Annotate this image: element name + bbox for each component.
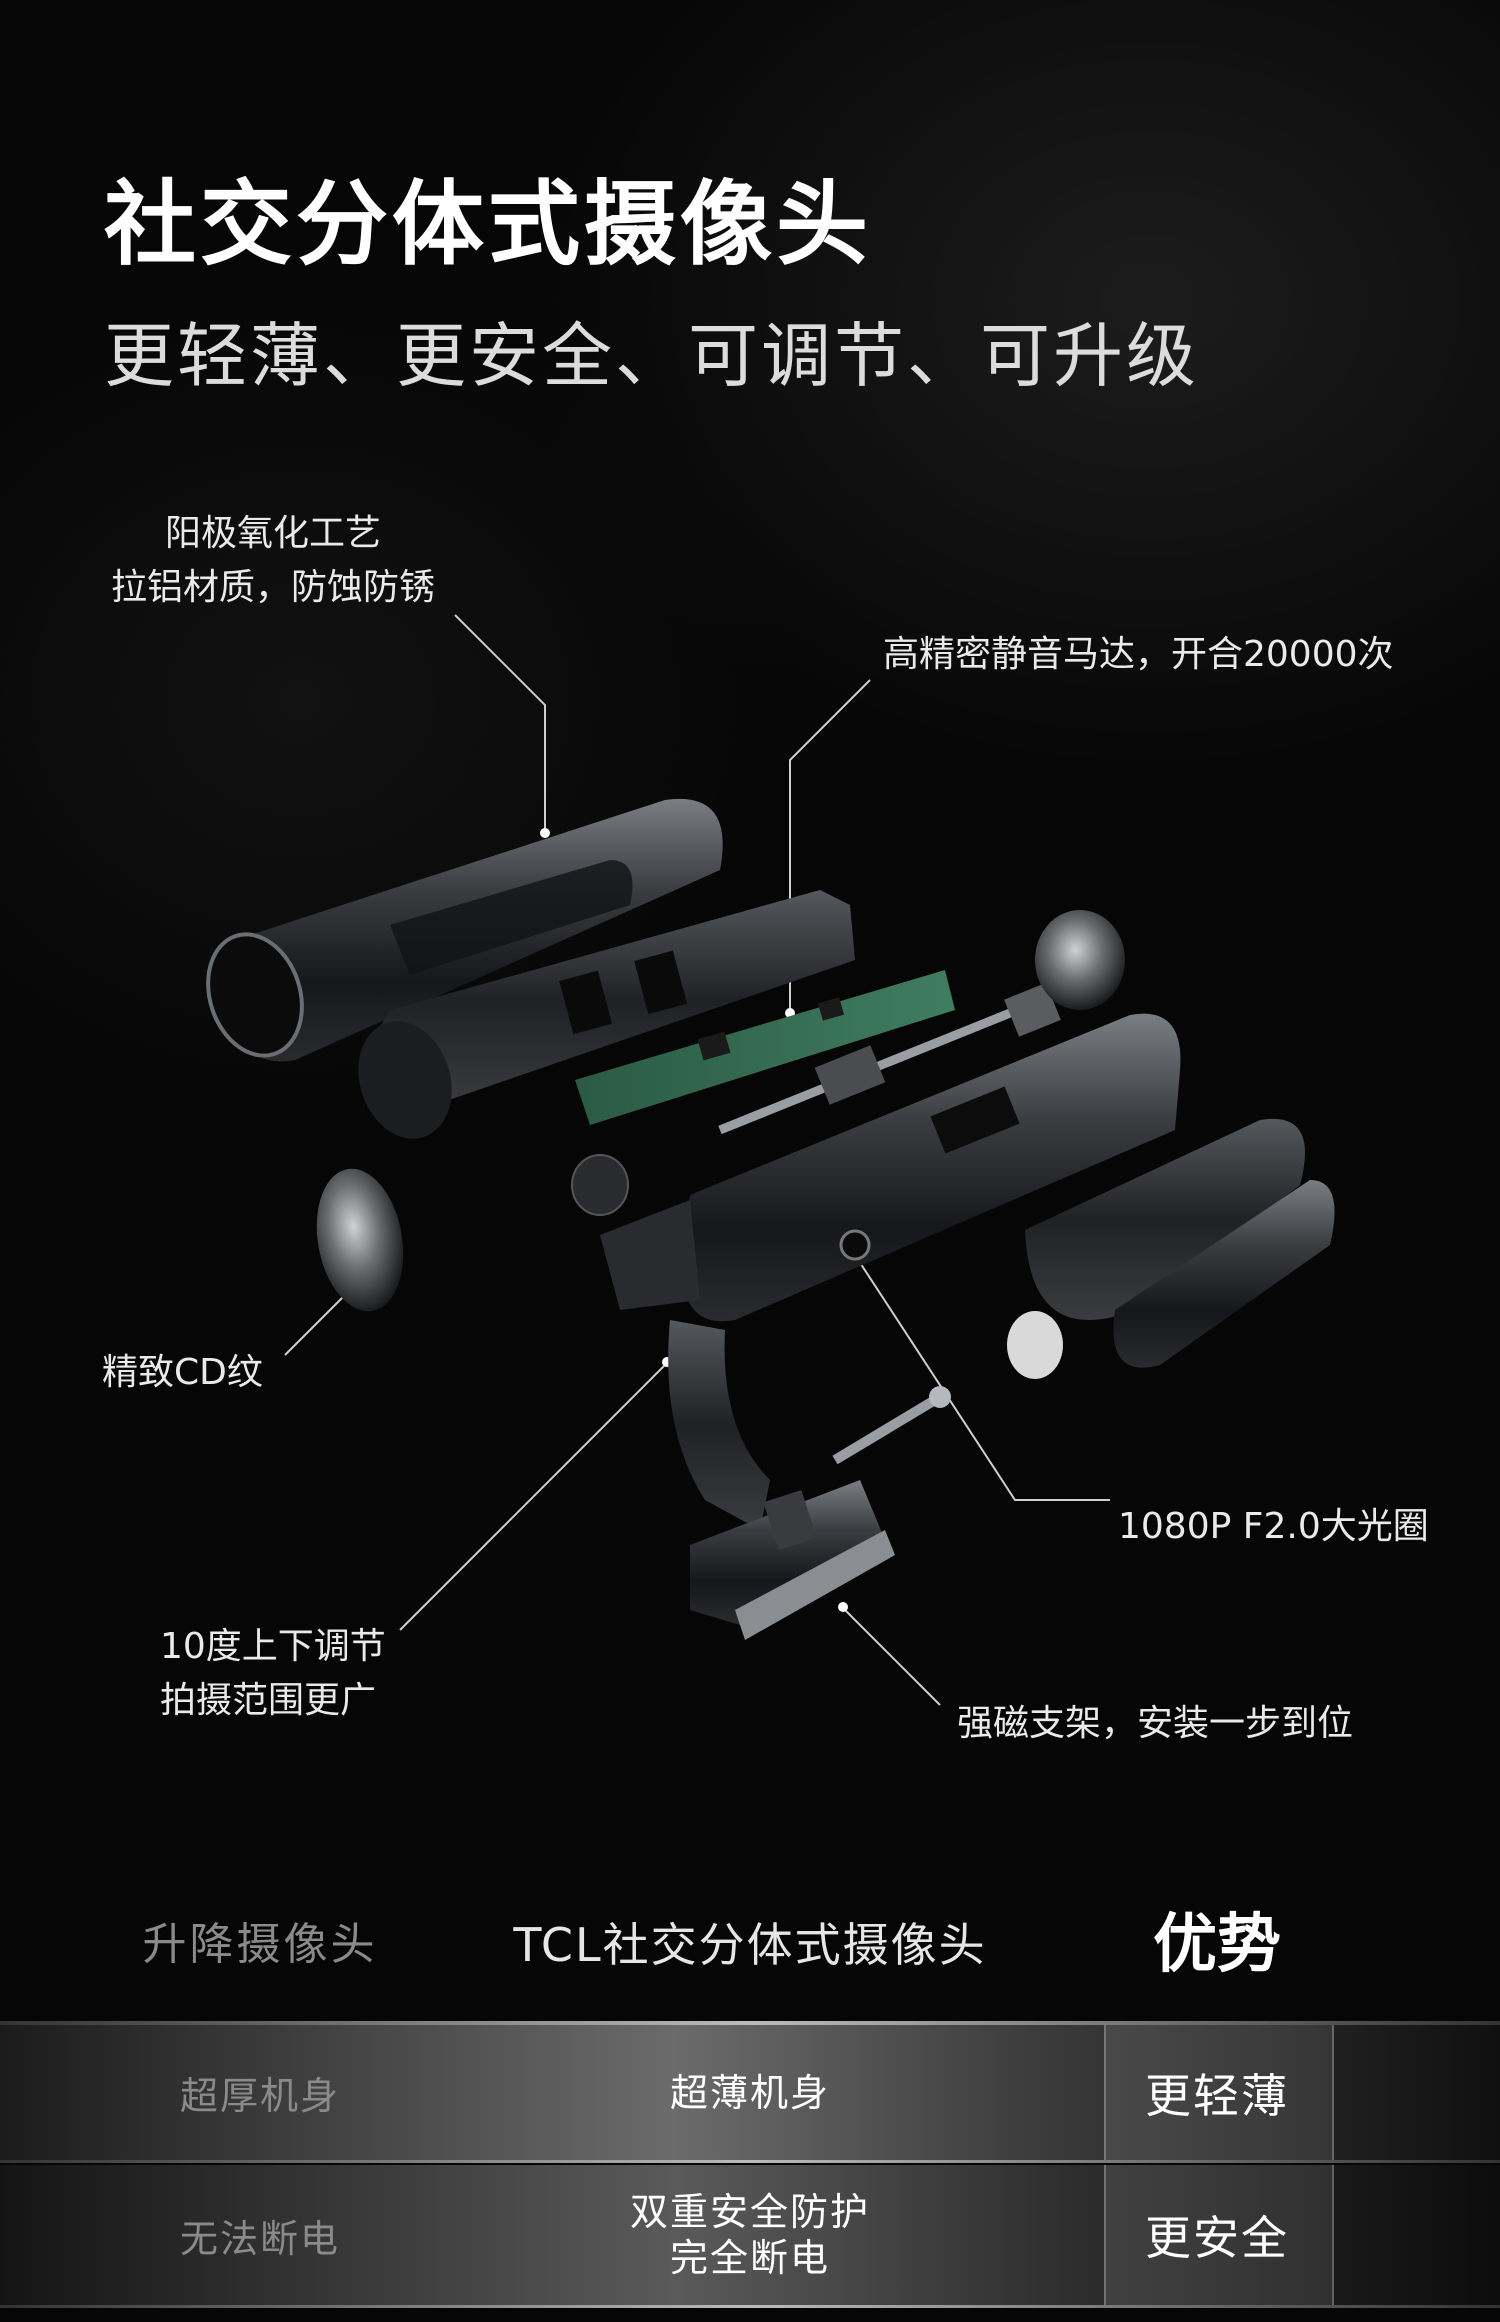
callout-anodized: 阳极氧化工艺 拉铝材质，防蚀防锈 (88, 507, 458, 615)
magnet-disc (1007, 1311, 1063, 1379)
table-divider (0, 2305, 1500, 2308)
callout-tilt-line2: 拍摄范围更广 (160, 1680, 377, 1721)
callout-tilt-line1: 10度上下调节 (160, 1626, 386, 1667)
table-row (0, 2025, 1500, 2160)
table-row (0, 2165, 1500, 2305)
row1-lift-value: 超厚机身 (179, 2074, 340, 2118)
row1-advantage: 更轻薄 (1145, 2068, 1289, 2123)
callout-mount: 强磁支架，安装一步到位 (957, 1703, 1354, 1744)
aluminium-shell-tube (206, 798, 723, 1062)
inner-housing (358, 890, 855, 1139)
motor-rod (718, 982, 1061, 1135)
row2-advantage: 更安全 (1145, 2211, 1289, 2265)
header-lift-camera: 升降摄像头 (142, 1919, 378, 1970)
callout-anodized-line1: 阳极氧化工艺 (164, 513, 381, 554)
lens-icon (839, 1229, 871, 1261)
page-subtitle: 更轻薄、更安全、可调节、可升级 (104, 315, 1199, 397)
hinge-arm (668, 1320, 770, 1530)
row2-tcl-line1: 双重安全防护 (629, 2190, 870, 2234)
table-divider (0, 2160, 1500, 2163)
circuit-board (575, 970, 955, 1125)
front-body (600, 1013, 1181, 1322)
row2-tcl-line2: 完全断电 (669, 2236, 830, 2280)
knob (571, 1154, 629, 1216)
row2-tcl-value: 双重安全防护 完全断电 (470, 2165, 1030, 2305)
callout-tilt: 10度上下调节 拍摄范围更广 (160, 1620, 386, 1728)
magnetic-mount (690, 1480, 895, 1640)
header-advantage: 优势 (1153, 1908, 1281, 1982)
advantage-highlight (1104, 2165, 1334, 2305)
exploded-camera-illustration (206, 614, 1335, 1706)
callout-cd-texture: 精致CD纹 (102, 1352, 263, 1393)
advantage-highlight (1104, 2025, 1334, 2160)
header-tcl-camera: TCL社交分体式摄像头 (513, 1918, 987, 1972)
row2-lift-value: 无法断电 (179, 2216, 340, 2261)
callout-motor: 高精密静音马达，开合20000次 (883, 634, 1394, 675)
callout-aperture: 1080P F2.0大光圈 (1118, 1506, 1429, 1547)
screw (832, 1386, 951, 1465)
cd-texture-disc (316, 1168, 404, 1312)
table-divider (0, 2021, 1500, 2025)
page-title: 社交分体式摄像头 (104, 171, 873, 278)
rear-shell (1007, 1118, 1335, 1379)
callout-anodized-line2: 拉铝材质，防蚀防锈 (110, 567, 435, 608)
row1-tcl-value: 超薄机身 (470, 2025, 1030, 2160)
end-cap-disc (1035, 910, 1125, 1010)
row1-tcl-line1: 超薄机身 (669, 2070, 830, 2115)
